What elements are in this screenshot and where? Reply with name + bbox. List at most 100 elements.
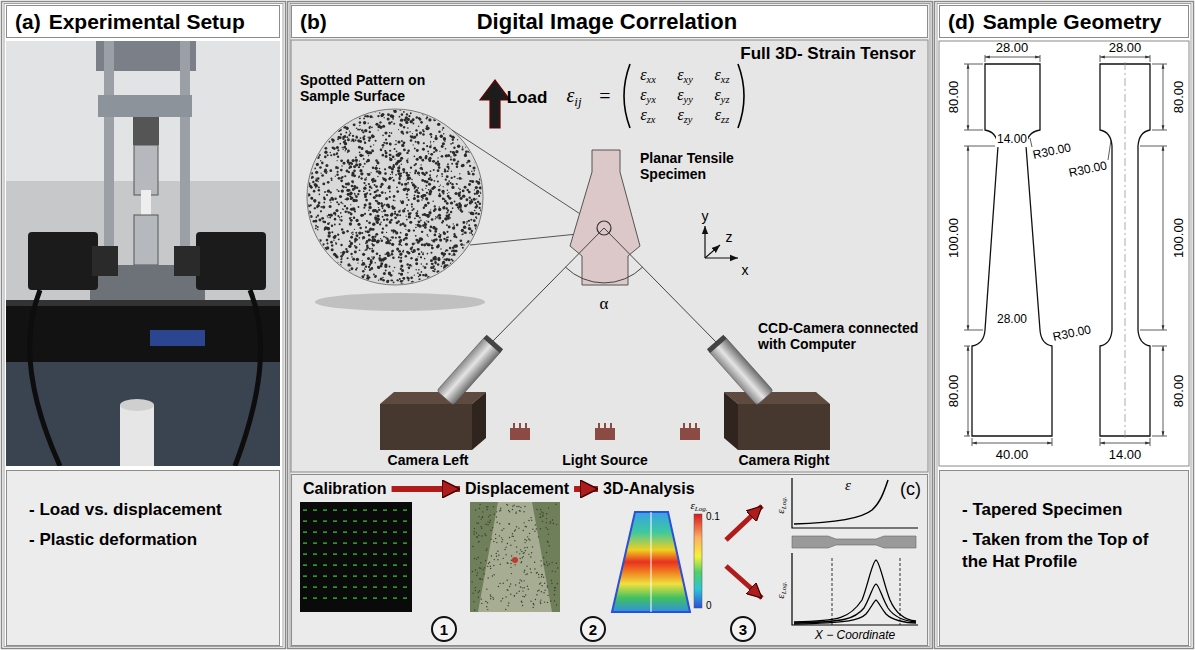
- speckle-pattern: [340, 258, 342, 260]
- speckle-pattern: [392, 270, 393, 271]
- speckle-pattern: [344, 135, 346, 137]
- speckle-pattern: [437, 175, 438, 176]
- speckle-pattern: [369, 115, 372, 118]
- speckle-pattern: [405, 237, 408, 240]
- speckle-pattern: [496, 516, 497, 517]
- speckle-pattern: [352, 231, 354, 233]
- speckle-pattern: [541, 565, 542, 566]
- speckle-pattern: [542, 512, 543, 513]
- speckle-pattern: [515, 584, 516, 585]
- speckle-pattern: [362, 131, 364, 133]
- speckle-pattern: [342, 186, 344, 188]
- speckle-pattern: [548, 545, 549, 546]
- speckle-pattern: [326, 239, 329, 242]
- speckle-pattern: [434, 271, 436, 273]
- speckle-pattern: [400, 157, 403, 160]
- speckle-pattern: [447, 195, 450, 198]
- calibration-grid: [333, 543, 337, 544]
- speckle-pattern: [355, 195, 356, 196]
- speckle-pattern: [447, 189, 449, 191]
- speckle-pattern: [318, 219, 321, 222]
- speckle-pattern: [356, 136, 358, 138]
- speckle-pattern: [408, 177, 411, 180]
- speckle-pattern: [391, 213, 394, 216]
- speckle-pattern: [341, 228, 343, 230]
- speckle-pattern: [467, 172, 470, 175]
- speckle-pattern: [419, 118, 422, 121]
- speckle-pattern: [413, 164, 415, 166]
- calibration-grid: [393, 587, 397, 588]
- speckle-pattern: [538, 590, 539, 591]
- speckle-pattern: [332, 146, 334, 148]
- speckle-pattern: [392, 165, 395, 168]
- speckle-pattern: [346, 127, 349, 130]
- speckle-pattern: [426, 185, 428, 187]
- speckle-pattern: [421, 251, 423, 253]
- speckle-pattern: [482, 187, 483, 188]
- speckle-pattern: [366, 277, 369, 280]
- speckle-pattern: [491, 555, 492, 556]
- speckle-pattern: [486, 606, 487, 607]
- speckle-pattern: [375, 215, 376, 216]
- light-source-symbol: [683, 423, 685, 428]
- speckle-pattern: [426, 263, 428, 265]
- speckle-pattern: [327, 181, 330, 184]
- dic-illustration: [570, 150, 640, 285]
- speckle-pattern: [334, 224, 336, 226]
- speckle-pattern: [509, 523, 510, 524]
- speckle-pattern: [554, 590, 555, 591]
- speckle-pattern: [350, 253, 352, 255]
- speckle-pattern: [478, 541, 479, 542]
- speckle-pattern: [471, 212, 474, 215]
- speckle-pattern: [331, 138, 334, 141]
- speckle-pattern: [440, 184, 441, 185]
- speckle-pattern: [424, 204, 427, 207]
- speckle-pattern: [377, 239, 380, 242]
- speckle-pattern: [399, 214, 401, 216]
- speckle-pattern: [364, 250, 365, 251]
- calibration-grid: [333, 521, 337, 522]
- speckle-pattern: [326, 194, 328, 196]
- camera-left: [380, 404, 472, 450]
- speckle-pattern: [338, 190, 340, 192]
- speckle-pattern: [476, 204, 478, 206]
- speckle-pattern: [468, 183, 471, 186]
- speckle-pattern: [480, 578, 481, 579]
- speckle-pattern: [331, 244, 333, 246]
- calibration-grid: [343, 576, 347, 577]
- speckle-pattern: [478, 597, 479, 598]
- speckle-pattern: [396, 186, 398, 188]
- speckle-pattern: [417, 241, 420, 244]
- speckle-pattern: [479, 187, 481, 189]
- speckle-pattern: [433, 180, 435, 182]
- speckle-pattern: [465, 146, 466, 147]
- speckle-pattern: [336, 174, 339, 177]
- speckle-pattern: [461, 229, 464, 232]
- speckle-pattern: [425, 197, 428, 200]
- speckle-pattern: [397, 167, 398, 168]
- speckle-pattern: [477, 213, 480, 216]
- speckle-pattern: [384, 117, 385, 118]
- speckle-pattern: [315, 228, 317, 230]
- speckle-pattern: [452, 186, 454, 188]
- speckle-pattern: [511, 555, 512, 556]
- speckle-pattern: [345, 150, 346, 151]
- speckle-pattern: [309, 185, 312, 188]
- light-source-symbol: [598, 423, 600, 428]
- speckle-pattern: [417, 256, 418, 257]
- speckle-pattern: [402, 168, 405, 171]
- speckle-pattern: [384, 168, 386, 170]
- dic-illustration: [492, 228, 604, 342]
- speckle-pattern: [476, 532, 477, 533]
- calibration-grid: [323, 565, 327, 566]
- speckle-pattern: [308, 205, 310, 207]
- speckle-pattern: [524, 542, 525, 543]
- speckle-pattern: [487, 577, 488, 578]
- calibration-grid: [303, 565, 307, 566]
- camera-right: [707, 335, 727, 353]
- speckle-pattern: [439, 234, 441, 236]
- speckle-pattern: [460, 239, 463, 242]
- speckle-pattern: [417, 272, 419, 274]
- speckle-pattern: [330, 241, 333, 244]
- speckle-pattern: [368, 206, 371, 209]
